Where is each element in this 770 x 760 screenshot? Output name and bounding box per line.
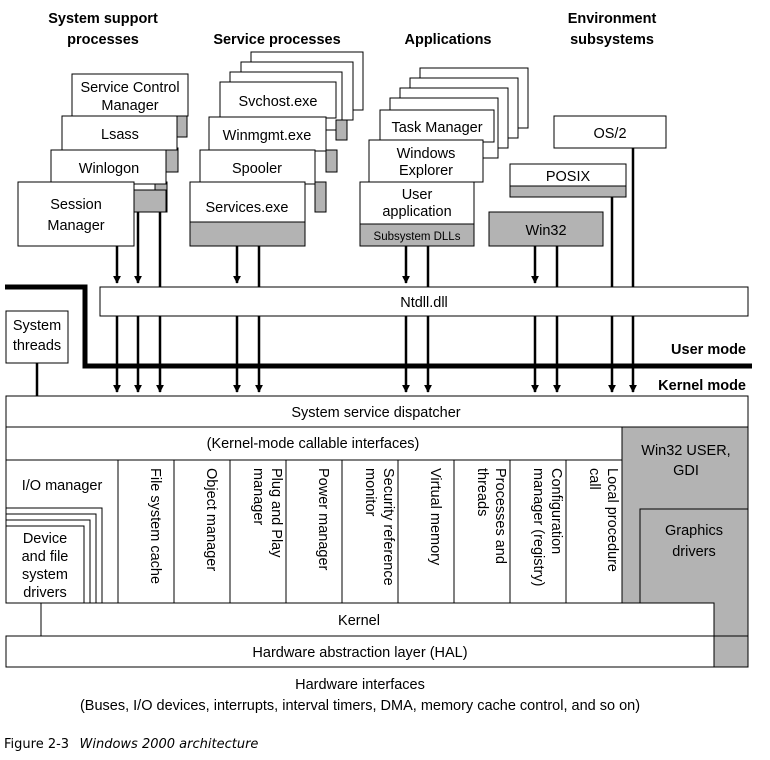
system-support-processes: Service Control Manager Lsass Winlogon S…: [17, 73, 189, 247]
win32-label: Win32: [525, 223, 566, 239]
header-environment-line1: Environment: [568, 11, 657, 27]
device-drivers-line2: and file: [22, 549, 69, 565]
configuration-manager-label-line1: Configuration: [548, 468, 564, 554]
ntdll-box: [99, 286, 749, 317]
subsystem-dlls-label: Subsystem DLLs: [374, 231, 461, 243]
device-drivers-line3: system: [22, 567, 68, 583]
hardware-interfaces-label: Hardware interfaces: [295, 677, 425, 693]
winlogon-label: Winlogon: [79, 161, 139, 177]
services-exe-box: [189, 181, 306, 223]
header-applications: Applications: [404, 32, 491, 48]
graphics-drivers-line1: Graphics: [665, 523, 723, 539]
os2-box: [553, 115, 667, 149]
svchost-box: [219, 81, 337, 119]
processes-and-threads-label-line2: threads: [474, 468, 490, 516]
configuration-manager-label-line2: manager (registry): [530, 468, 546, 586]
winmgmt-box: [208, 116, 327, 152]
executive-components: File system cache Object manager Plug and …: [117, 459, 623, 604]
system-threads-box: [5, 310, 69, 364]
user-application-box: [359, 181, 475, 225]
service-control-manager-line2: Manager: [101, 98, 158, 114]
header-environment-line2: subsystems: [570, 32, 654, 48]
io-manager-label: I/O manager: [22, 478, 103, 494]
session-manager-line2: Manager: [47, 218, 104, 234]
subsystem-dlls-box: [359, 223, 475, 247]
kernel-callable-interfaces-box: [5, 426, 623, 461]
session-manager-box: [17, 181, 135, 247]
security-reference-monitor-label-line1: Security reference: [380, 468, 396, 586]
arrows-to-dispatcher: [113, 316, 637, 393]
object-manager-label: Object manager: [203, 468, 219, 571]
header-environment: Environment subsystems: [568, 11, 657, 48]
system-service-dispatcher-label: System service dispatcher: [291, 405, 460, 421]
device-drivers-line1: Device: [23, 531, 67, 547]
user-application-line1: User: [402, 187, 433, 203]
ntdll-label: Ntdll.dll: [400, 295, 448, 311]
hal-label: Hardware abstraction layer (HAL): [252, 645, 467, 661]
win32-user-gdi-line1: Win32 USER,: [641, 443, 730, 459]
windows-explorer-line2: Explorer: [399, 163, 453, 179]
winlogon-box: [50, 149, 167, 185]
spooler-box: [199, 149, 316, 185]
applications-stack: Task Manager Windows Explorer User appli…: [359, 67, 529, 247]
hal-box: [5, 635, 715, 668]
device-drivers-line4: drivers: [23, 585, 67, 601]
figure-caption: Figure 2-3 Windows 2000 architecture: [4, 735, 258, 752]
user-application-line2: application: [382, 204, 451, 220]
power-manager-box: [285, 459, 343, 604]
virtual-memory-box: [397, 459, 455, 604]
windows-explorer-line1: Windows: [397, 146, 456, 162]
services-exe-label: Services.exe: [205, 200, 288, 216]
spooler-label: Spooler: [232, 161, 282, 177]
system-service-dispatcher-box: [5, 395, 749, 428]
os2-label: OS/2: [593, 126, 626, 142]
user-mode-label: User mode: [671, 342, 746, 358]
header-service-processes: Service processes: [213, 32, 340, 48]
kernel-box: [40, 602, 715, 637]
svchost-label: Svchost.exe: [239, 94, 318, 110]
posix-label: POSIX: [546, 169, 591, 185]
windows-explorer-box: [368, 139, 484, 183]
local-procedure-call-label-line1: Local procedure: [604, 468, 620, 572]
figure-label: Figure 2-3: [4, 737, 69, 752]
environment-subsystems: OS/2 POSIX Win32: [488, 115, 667, 247]
lsass-box: [61, 115, 178, 151]
system-threads-line2: threads: [13, 338, 61, 354]
figure-title: Windows 2000 architecture: [80, 737, 259, 752]
object-manager-box: [173, 459, 231, 604]
plug-and-play-manager-label-line1: Plug and Play: [268, 468, 284, 558]
header-system-support: System support processes: [48, 11, 158, 48]
plug-and-play-manager-label-line2: manager: [250, 468, 266, 525]
task-manager-box: [379, 109, 495, 143]
processes-and-threads-label-line1: Processes and: [492, 468, 508, 564]
header-system-support-line1: System support: [48, 11, 158, 27]
service-control-manager-line1: Service Control: [80, 80, 179, 96]
system-threads-line1: System: [13, 318, 61, 334]
win32-box: [488, 211, 604, 247]
service-processes-stack: Svchost.exe Winmgmt.exe Spooler Services…: [189, 51, 364, 247]
virtual-memory-label: Virtual memory: [427, 468, 443, 566]
win32-user-gdi-line2: GDI: [673, 463, 699, 479]
file-system-cache-label: File system cache: [147, 468, 163, 584]
session-manager-line1: Session: [50, 197, 102, 213]
user-kernel-boundary: [5, 284, 752, 369]
security-reference-monitor-label-line2: monitor: [362, 468, 378, 517]
task-manager-label: Task Manager: [391, 120, 482, 136]
service-control-manager-box: [71, 73, 189, 117]
header-system-support-line2: processes: [67, 32, 139, 48]
power-manager-label: Power manager: [315, 468, 331, 571]
kernel-callable-interfaces-label: (Kernel-mode callable interfaces): [207, 436, 420, 452]
arrows-to-ntdll: [113, 148, 635, 287]
winmgmt-label: Winmgmt.exe: [223, 128, 312, 144]
hardware-details-label: (Buses, I/O devices, interrupts, interva…: [80, 698, 640, 714]
local-procedure-call-label-line2: call: [586, 468, 602, 490]
graphics-drivers-line2: drivers: [672, 544, 716, 560]
processes-and-threads-box: [453, 459, 511, 604]
kernel-label: Kernel: [338, 613, 380, 629]
lsass-label: Lsass: [101, 127, 139, 143]
kernel-mode-label: Kernel mode: [658, 378, 746, 394]
file-system-cache-box: [117, 459, 175, 604]
